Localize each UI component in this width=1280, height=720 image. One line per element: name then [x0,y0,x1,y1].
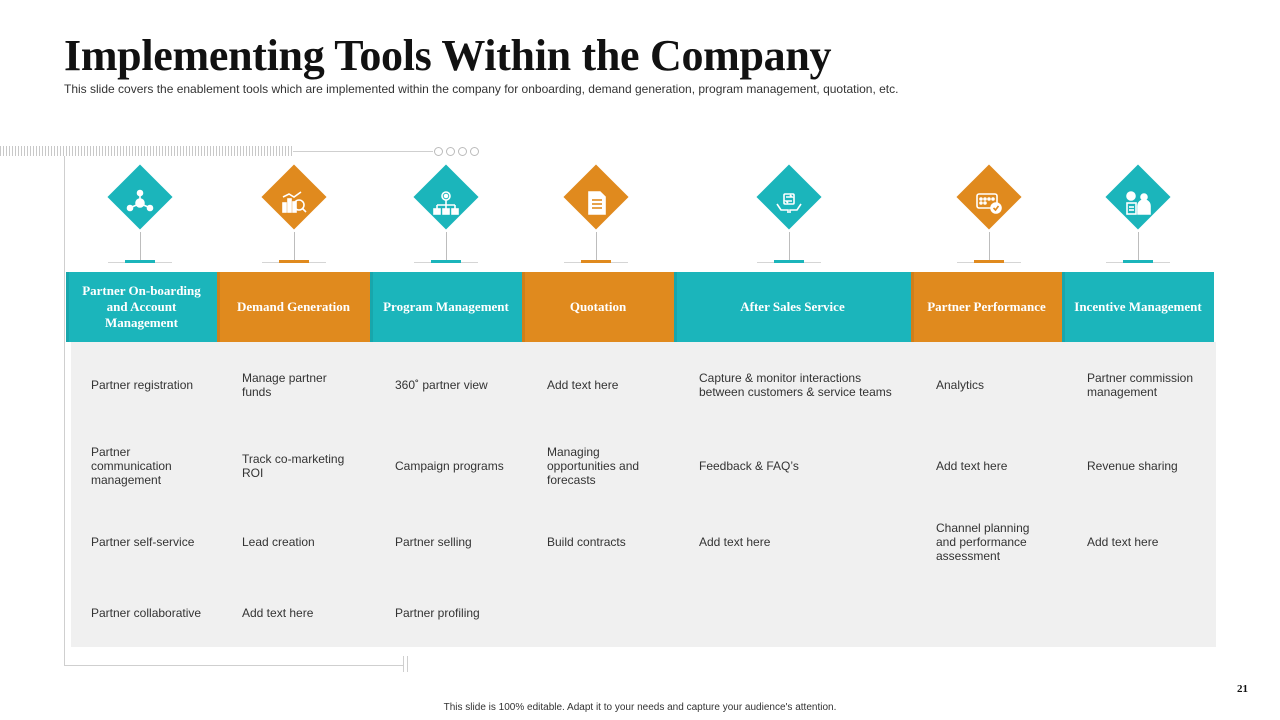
decor-dot [434,147,443,156]
tool-item: Feedback & FAQ’s [699,459,799,473]
tool-item: Partner profiling [395,606,480,620]
chart-magnifier-icon [274,183,314,223]
tool-item: 360˚ partner view [395,378,488,392]
tool-item: Revenue sharing [1087,459,1178,473]
connector-line [140,232,141,262]
tool-item: Add text here [547,378,619,392]
slide-title: Implementing Tools Within the Company [64,31,832,80]
frame-bottom-line [64,665,404,666]
tool-item: Channel planning and performance assessm… [936,521,1030,563]
connector-line [789,232,790,262]
hands-cycle-icon [769,183,809,223]
table-background [71,342,1216,647]
footer-note: This slide is 100% editable. Adapt it to… [443,702,837,713]
column-header: Partner On-boarding and Account Manageme… [66,272,217,342]
tool-item: Add text here [699,535,771,549]
connector-line [596,232,597,262]
tool-item: Track co-marketing ROI [242,452,345,480]
decor-line [293,151,433,152]
tool-item: Capture & monitor interactions between c… [699,371,892,399]
column-header: After Sales Service [674,272,911,342]
column-header: Quotation [522,272,674,342]
tool-item: Partner communication management [91,445,172,487]
tool-item: Add text here [936,459,1008,473]
connector-line [1138,232,1139,262]
column-header: Incentive Management [1062,272,1214,342]
network-gear-icon [120,183,160,223]
decor-dot [458,147,467,156]
base-bar [974,260,1004,263]
person-dollar-icon [1118,183,1158,223]
tool-item: Campaign programs [395,459,504,473]
base-bar [1123,260,1153,263]
frame-tick [407,656,408,672]
decor-stripe [0,146,293,156]
tool-item: Partner registration [91,378,194,392]
column-header: Program Management [370,272,522,342]
tool-item: Lead creation [242,535,315,549]
base-bar [125,260,155,263]
base-bar [431,260,461,263]
tool-item: Build contracts [547,535,626,549]
base-bar [581,260,611,263]
document-icon [576,183,616,223]
base-bar [774,260,804,263]
frame-left-line [64,156,65,666]
column-header: Partner Performance [911,272,1062,342]
tool-item: Partner self-service [91,535,195,549]
tool-item: Partner commission management [1087,371,1194,399]
decor-dot [470,147,479,156]
tool-item: Manage partner funds [242,371,327,399]
tool-item: Add text here [242,606,314,620]
decor-dot [446,147,455,156]
rating-check-icon [969,183,1009,223]
tool-item: Partner collaborative [91,606,202,620]
connector-line [294,232,295,262]
page-number: 21 [1237,683,1248,695]
tool-item: Analytics [936,378,985,392]
tool-item: Add text here [1087,535,1159,549]
gear-hierarchy-icon [426,183,466,223]
tool-item: Managing opportunities and forecasts [547,445,640,487]
column-header: Demand Generation [217,272,370,342]
frame-tick [403,656,404,672]
tool-item: Partner selling [395,535,472,549]
base-bar [279,260,309,263]
slide-subtitle: This slide covers the enablement tools w… [64,82,899,96]
connector-line [446,232,447,262]
connector-line [989,232,990,262]
